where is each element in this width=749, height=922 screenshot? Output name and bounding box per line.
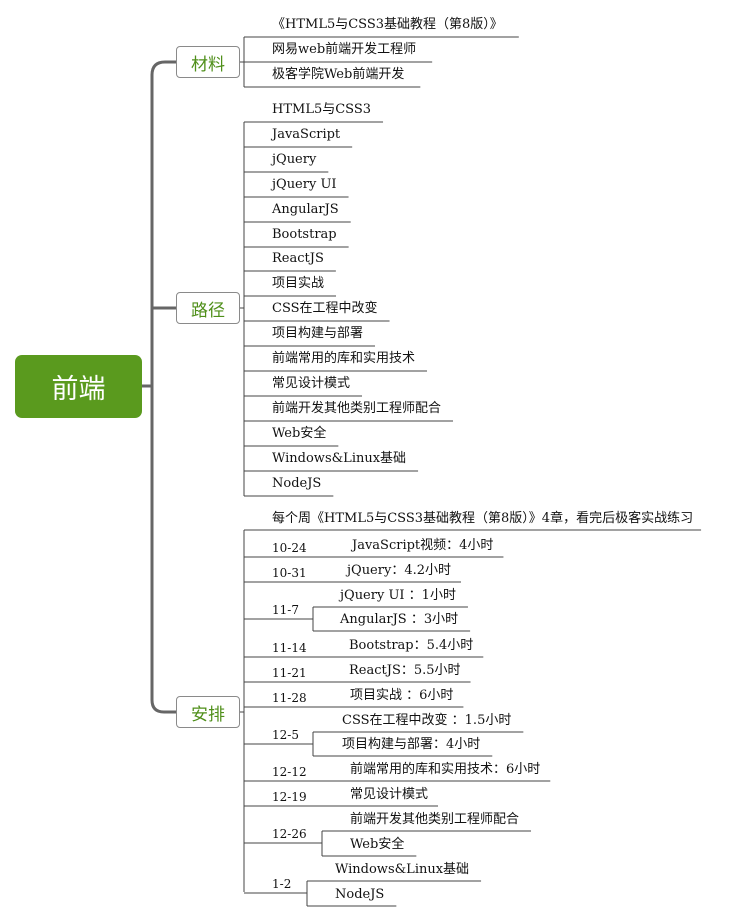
path-item[interactable]: 常见设计模式 [272,376,351,391]
path-item[interactable]: 前端开发其他类别工程师配合 [272,401,442,416]
schedule-date[interactable]: 10-24 [272,541,307,555]
path-item[interactable]: JavaScript [272,127,341,142]
path-item[interactable]: jQuery [272,152,317,167]
schedule-date[interactable]: 11-14 [272,641,307,655]
schedule-task[interactable]: 项目构建与部署：4小时 [342,737,481,752]
path-item[interactable]: NodeJS [272,476,322,491]
path-item[interactable]: 前端常用的库和实用技术 [272,351,416,366]
schedule-header[interactable]: 每个周《HTML5与CSS3基础教程（第8版）》4章，看完后极客实战练习 [272,511,694,526]
path-item[interactable]: AngularJS [272,202,339,217]
schedule-date[interactable]: 12-26 [272,827,307,841]
schedule-date[interactable]: 11-28 [272,691,307,705]
trunk-line-lower [150,73,178,714]
schedule-task[interactable]: jQuery UI ：1小时 [340,588,456,603]
schedule-task[interactable]: AngularJS ：3小时 [340,612,459,627]
material-item[interactable]: 网易web前端开发工程师 [272,42,417,57]
schedule-date[interactable]: 11-7 [272,603,299,617]
root-node[interactable]: 前端 [15,355,142,418]
schedule-date[interactable]: 12-5 [272,728,299,742]
path-item[interactable]: Web安全 [272,426,327,441]
material-item[interactable]: 极客学院Web前端开发 [272,67,405,82]
path-item[interactable]: HTML5与CSS3 [272,102,372,117]
branch-materials[interactable]: 材料 [176,46,240,78]
schedule-task[interactable]: jQuery：4.2小时 [347,563,451,578]
path-item[interactable]: 项目实战 [272,276,325,291]
schedule-date[interactable]: 10-31 [272,566,307,580]
branch-path[interactable]: 路径 [176,292,240,324]
schedule-date[interactable]: 12-19 [272,790,307,804]
schedule-date[interactable]: 11-21 [272,666,307,680]
schedule-task[interactable]: CSS在工程中改变 ：1.5小时 [342,713,512,728]
schedule-task[interactable]: Bootstrap：5.4小时 [349,638,474,653]
schedule-task[interactable]: ReactJS：5.5小时 [349,663,461,678]
path-item[interactable]: jQuery UI [272,177,337,192]
schedule-task[interactable]: 项目实战 ：6小时 [350,688,454,703]
schedule-task[interactable]: JavaScript视频：4小时 [352,538,494,553]
path-item[interactable]: CSS在工程中改变 [272,301,378,316]
material-item[interactable]: 《HTML5与CSS3基础教程（第8版）》 [272,17,503,32]
schedule-task[interactable]: 前端常用的库和实用技术：6小时 [350,762,541,777]
schedule-task[interactable]: NodeJS [335,887,385,902]
trunk-line-upper [150,60,178,77]
path-item[interactable]: Bootstrap [272,227,337,242]
path-item[interactable]: 项目构建与部署 [272,326,364,341]
schedule-date[interactable]: 1-2 [272,877,292,891]
schedule-task[interactable]: 前端开发其他类别工程师配合 [350,812,520,827]
schedule-task[interactable]: Windows&Linux基础 [335,862,470,877]
branch-schedule[interactable]: 安排 [176,696,240,728]
path-item[interactable]: ReactJS [272,251,324,266]
path-item[interactable]: Windows&Linux基础 [272,451,407,466]
schedule-task[interactable]: Web安全 [350,837,405,852]
schedule-date[interactable]: 12-12 [272,765,307,779]
schedule-task[interactable]: 常见设计模式 [350,787,429,802]
